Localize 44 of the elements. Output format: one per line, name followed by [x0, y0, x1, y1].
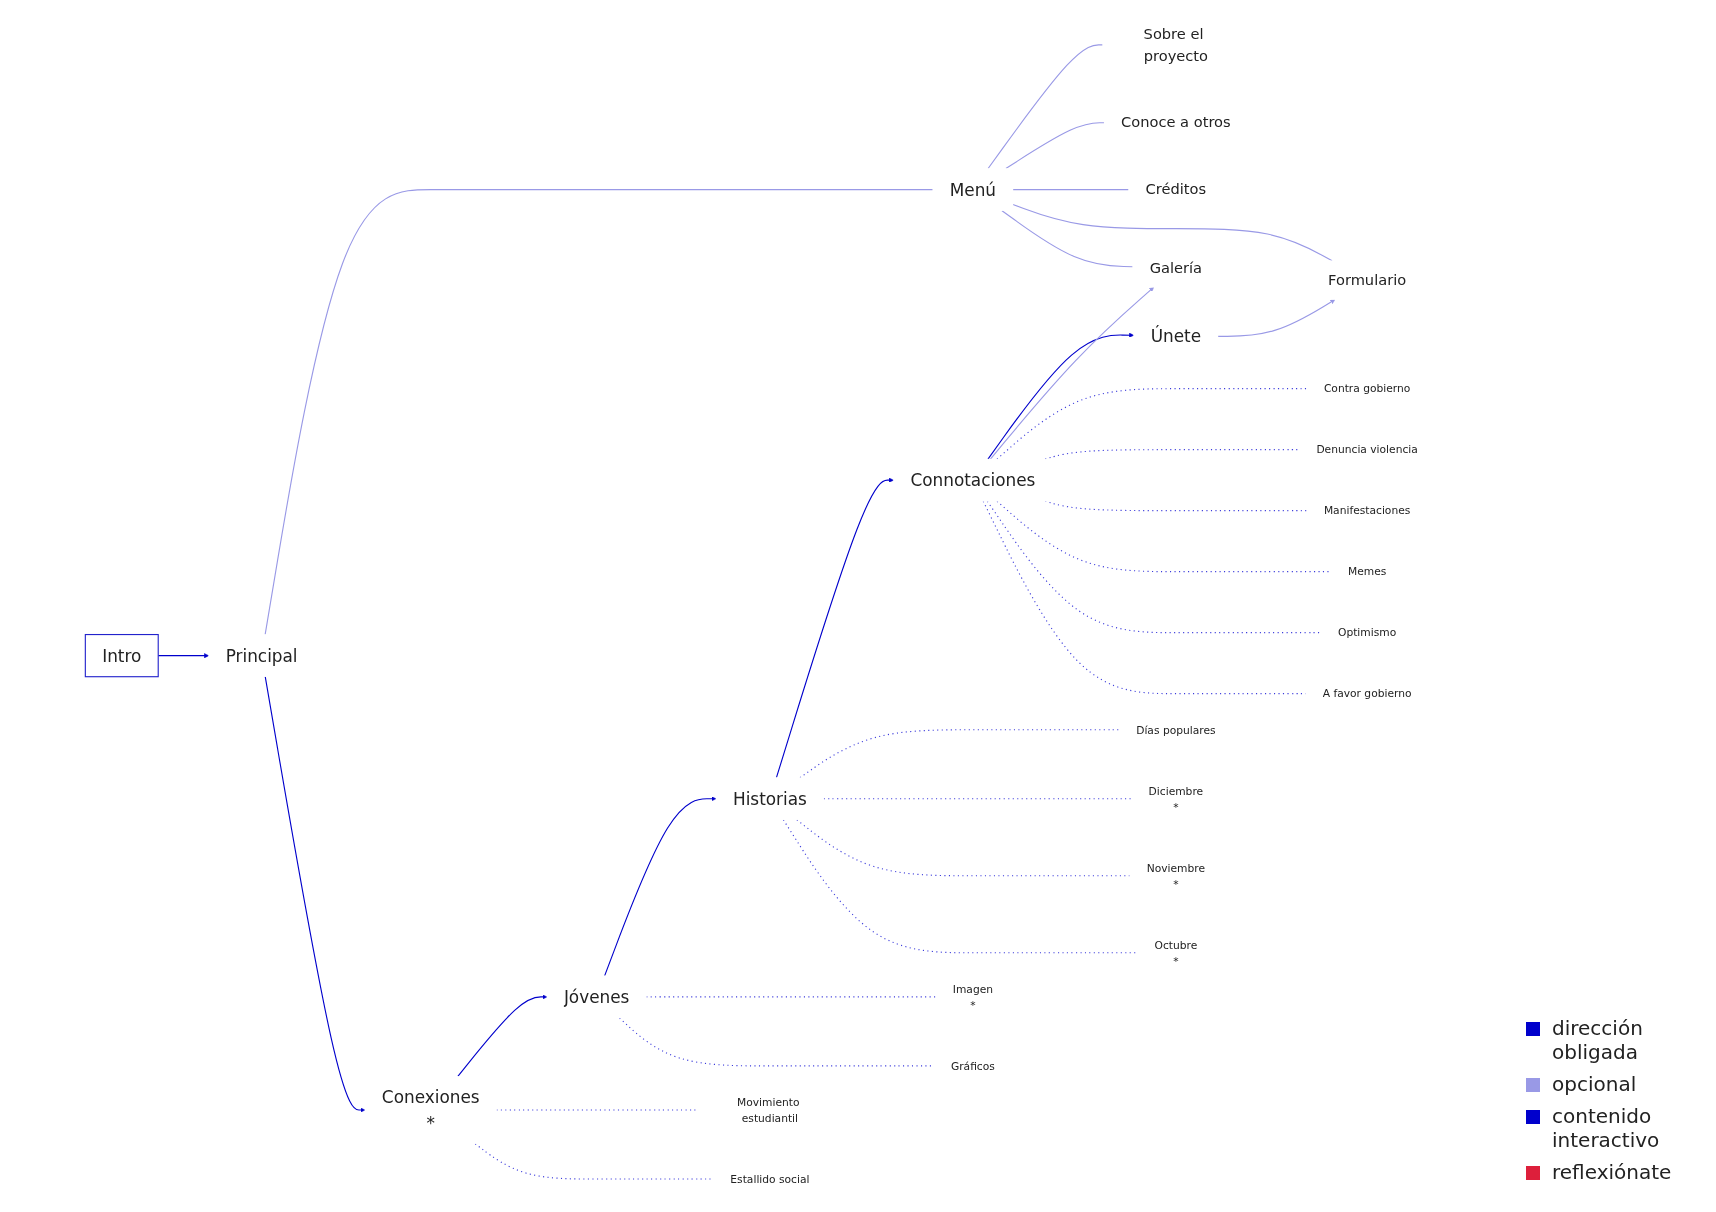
- connector: [1001, 210, 1134, 268]
- connector: [1005, 122, 1105, 170]
- legend-label: opcional: [1552, 1072, 1637, 1096]
- arrow: [604, 796, 717, 977]
- node-box: Intro: [84, 634, 159, 678]
- node-text: A favor gobierno: [1322, 687, 1412, 700]
- node-text: Manifestaciones: [1323, 504, 1411, 517]
- connector: [264, 189, 934, 636]
- arrow: [989, 286, 1155, 460]
- node-text: Únete: [1150, 326, 1202, 347]
- node-text: Jóvenes: [563, 987, 630, 1007]
- legend-label: dirección obligada: [1552, 1016, 1644, 1064]
- node-text: Memes: [1347, 565, 1387, 578]
- arrow: [264, 676, 366, 1113]
- node-text: Imagen *: [952, 982, 993, 1011]
- node-text: Días populares: [1136, 723, 1216, 736]
- node-text: Formulario: [1328, 271, 1407, 289]
- connector: [1012, 204, 1333, 262]
- node-text: Noviembre *: [1146, 861, 1206, 890]
- node-text: Principal: [225, 645, 298, 666]
- node-text: Sobre el proyecto: [1143, 25, 1208, 64]
- node-text: Créditos: [1145, 180, 1207, 198]
- node-text: Menú: [949, 179, 997, 200]
- node-text: Contra gobierno: [1323, 382, 1411, 395]
- node-text: Gráficos: [950, 1059, 995, 1072]
- node-text: Optimismo: [1337, 626, 1397, 639]
- node-text: Octubre *: [1154, 938, 1198, 967]
- node-text: Connotaciones: [910, 470, 1036, 491]
- node-text: Estallido social: [730, 1172, 810, 1186]
- connector: [1012, 189, 1130, 191]
- node-text: Conoce a otros: [1121, 114, 1231, 131]
- node-text: Galería: [1149, 259, 1203, 276]
- arrow: [1217, 299, 1336, 337]
- connector: [987, 44, 1104, 170]
- legend-label: reflexiónate: [1552, 1160, 1672, 1184]
- legend-label: contenido interactivo: [1552, 1104, 1661, 1152]
- arrow: [987, 332, 1134, 460]
- node-text: Denuncia violencia: [1316, 443, 1418, 456]
- node-text: Diciembre *: [1148, 784, 1204, 813]
- node-text: Conexiones *: [381, 1087, 480, 1133]
- arrow: [457, 994, 548, 1077]
- node-text: Movimiento estudiantil: [736, 1095, 800, 1125]
- arrow: [775, 477, 894, 779]
- node-text: Historias: [733, 788, 807, 809]
